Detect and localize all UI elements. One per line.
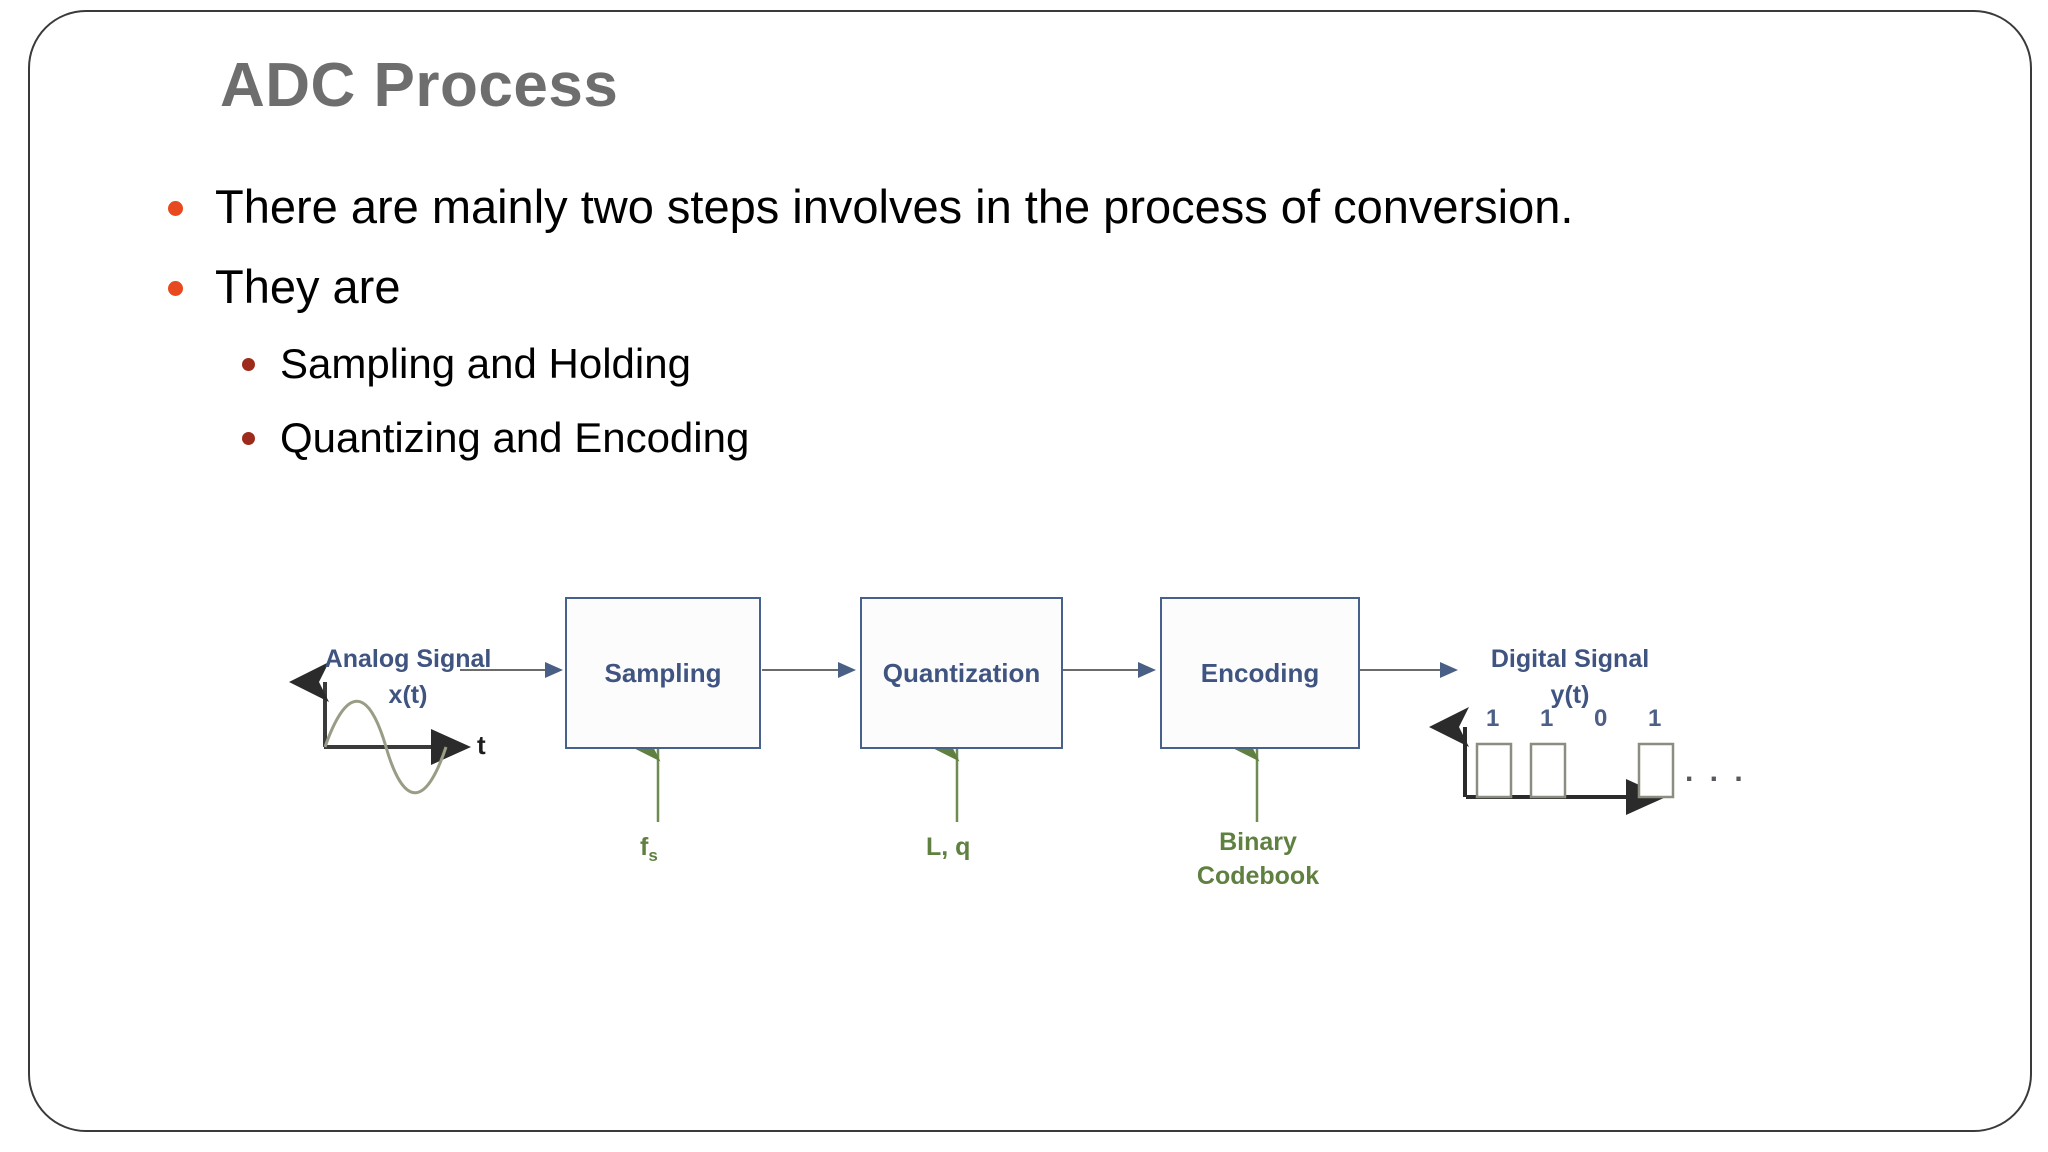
parameter-fs-label: fs — [640, 833, 658, 865]
block-sampling[interactable]: Sampling — [565, 597, 761, 749]
diagram-vectors — [289, 662, 1675, 822]
parameter-lq-label: L, q — [926, 833, 971, 861]
analog-plot-axis-label: t — [477, 730, 486, 760]
digital-signal-label: Digital Signal y(t) — [1490, 645, 1650, 709]
block-encoding[interactable]: Encoding — [1160, 597, 1360, 749]
list-item: There are mainly two steps involves in t… — [150, 167, 1950, 247]
bullet-dot-icon — [242, 358, 255, 371]
analog-sine-waveform — [323, 699, 448, 795]
block-encoding-label: Encoding — [1200, 657, 1320, 688]
block-sampling-label: Sampling — [604, 657, 722, 688]
bullet-dot-icon — [168, 201, 183, 216]
page-title: ADC Process — [220, 51, 619, 120]
digital-bit-label-0: 1 — [1486, 705, 1500, 732]
digital-bit-label-2: 0 — [1594, 705, 1608, 732]
list-item: Sampling and Holding — [150, 327, 1950, 401]
bullet-list: There are mainly two steps involves in t… — [150, 167, 1950, 475]
digital-pulse-bit-3 — [1637, 742, 1675, 799]
list-item-label: Quantizing and Encoding — [280, 414, 750, 461]
digital-pulse-bit-0 — [1475, 742, 1513, 799]
digital-bit-label-1: 1 — [1540, 705, 1554, 732]
list-item: They are — [150, 247, 1950, 327]
parameter-binary-codebook-label: Binary Codebook — [1196, 828, 1320, 890]
list-item-label: They are — [215, 260, 401, 313]
list-item-label: There are mainly two steps involves in t… — [215, 180, 1574, 233]
adc-block-diagram: Analog Signal x(t) Sampling Quantization… — [289, 597, 1760, 947]
bullet-dot-icon — [242, 432, 255, 445]
parameter-fs-subscript: s — [648, 846, 658, 865]
list-item-label: Sampling and Holding — [280, 340, 691, 387]
block-quantization[interactable]: Quantization — [860, 597, 1063, 749]
digital-bit-label-3: 1 — [1648, 705, 1662, 732]
digital-ellipsis: . . . — [1685, 755, 1747, 788]
analog-signal-label: Analog Signal x(t) — [324, 645, 492, 709]
list-item: Quantizing and Encoding — [150, 401, 1950, 475]
block-quantization-label: Quantization — [882, 657, 1041, 688]
bullet-dot-icon — [168, 281, 183, 296]
slide-canvas: ADC Process There are mainly two steps i… — [28, 10, 2032, 1132]
digital-pulse-bit-1 — [1529, 742, 1567, 799]
